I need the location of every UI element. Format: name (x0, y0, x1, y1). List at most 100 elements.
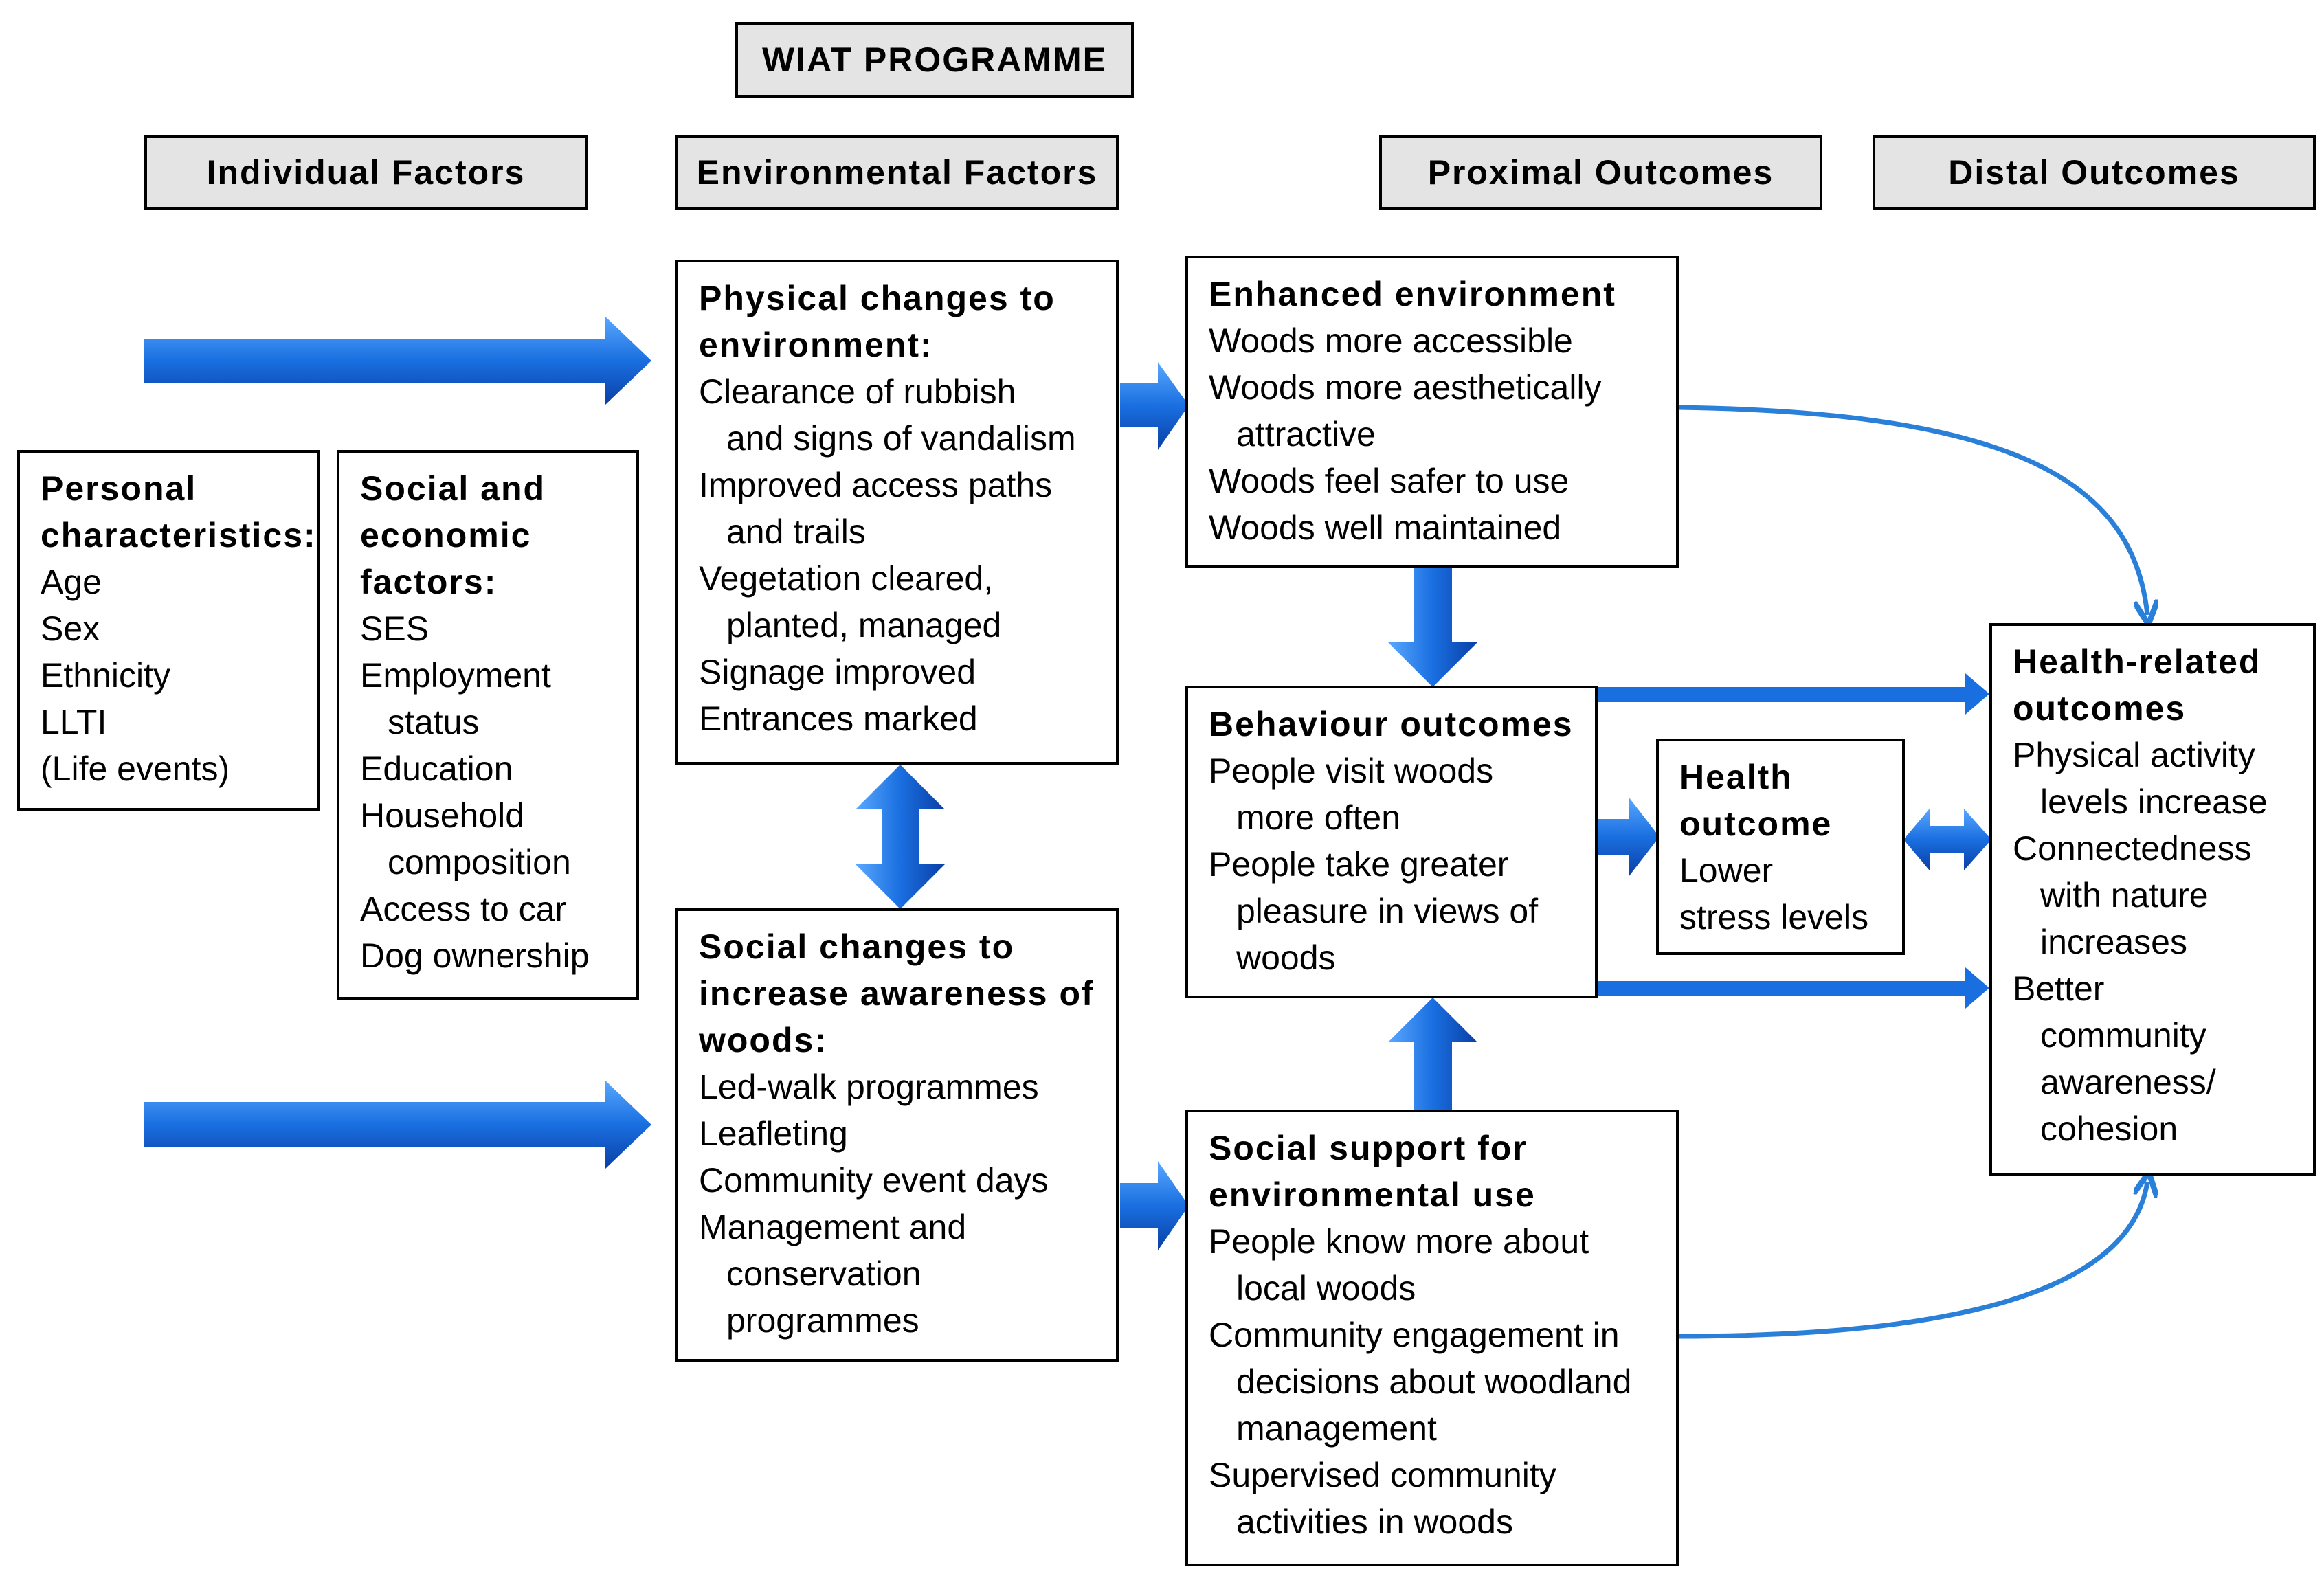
list-item: composition (388, 843, 571, 881)
list-item: levels increase (2040, 783, 2268, 821)
arrow-physical-to-enhanced (1120, 362, 1189, 450)
enhanced-environment-box: Enhanced environment Woods more accessib… (1185, 256, 1679, 568)
arrow-individual-to-physical (144, 316, 651, 405)
arrow-support-to-behaviour (1388, 998, 1477, 1110)
box-title-line: Physical changes to (699, 279, 1055, 317)
box-title-line: outcome (1679, 805, 1833, 843)
list-item: decisions about woodland (1236, 1362, 1632, 1401)
list-item: Woods well maintained (1209, 508, 1562, 547)
list-item: LLTI (41, 703, 107, 741)
header-proximal-outcomes: Proximal Outcomes (1379, 135, 1822, 210)
list-item: People take greater (1209, 845, 1509, 884)
curve-enhanced-to-healthrelated (1677, 405, 2147, 615)
list-item: People know more about (1209, 1222, 1589, 1261)
list-item: management (1236, 1409, 1437, 1448)
list-item: conservation (726, 1255, 921, 1293)
list-item: Led-walk programmes (699, 1068, 1039, 1106)
list-item: Ethnicity (41, 656, 170, 695)
box-title-line: economic (360, 516, 532, 554)
list-item: community (2040, 1016, 2206, 1055)
list-item: Employment (360, 656, 551, 695)
list-item: Access to car (360, 890, 567, 928)
box-title-line: Personal (41, 469, 197, 508)
programme-title: WIAT PROGRAMME (735, 22, 1134, 98)
list-item: activities in woods (1236, 1503, 1513, 1541)
list-item: stress levels (1679, 898, 1869, 936)
list-item: pleasure in views of (1236, 892, 1539, 930)
list-item: attractive (1236, 415, 1376, 453)
list-item: Physical activity (2013, 736, 2255, 774)
health-outcome-box: Health outcome Lower stress levels (1656, 739, 1905, 955)
physical-changes-box: Physical changes to environment: Clearan… (675, 260, 1119, 765)
list-item: local woods (1236, 1269, 1416, 1307)
list-item: Community engagement in (1209, 1316, 1620, 1354)
list-item: Management and (699, 1208, 967, 1246)
health-related-outcomes-box: Health-related outcomes Physical activit… (1989, 623, 2316, 1176)
list-item: (Life events) (41, 750, 230, 788)
box-title-line: Social changes to (699, 928, 1015, 966)
arrow-individual-to-social (144, 1080, 651, 1169)
list-item: Clearance of rubbish (699, 372, 1016, 411)
list-item: People visit woods (1209, 752, 1494, 790)
box-title-line: Enhanced environment (1209, 275, 1616, 313)
list-item: Improved access paths (699, 466, 1053, 504)
list-item: cohesion (2040, 1110, 2178, 1148)
list-item: Education (360, 750, 513, 788)
list-item: Entrances marked (699, 699, 978, 738)
list-item: programmes (726, 1301, 919, 1340)
list-item: Connectedness (2013, 829, 2252, 868)
list-item: Sex (41, 609, 100, 648)
arrow-behaviour-to-healthrelated-bottom (1596, 967, 1989, 1009)
list-item: Better (2013, 969, 2105, 1008)
list-item: awareness/ (2040, 1063, 2216, 1101)
list-item: Household (360, 796, 525, 835)
behaviour-outcomes-box: Behaviour outcomes People visit woods mo… (1185, 686, 1598, 998)
box-title-line: Health-related (2013, 642, 2261, 681)
arrow-behaviour-to-healthrelated-top (1596, 673, 1989, 715)
list-item: and trails (726, 513, 866, 551)
box-title-line: characteristics: (41, 516, 317, 554)
list-item: Woods more aesthetically (1209, 368, 1602, 407)
box-title-line: factors: (360, 563, 498, 601)
header-environmental-factors: Environmental Factors (675, 135, 1119, 210)
box-title-line: increase awareness of (699, 974, 1095, 1013)
box-title-line: outcomes (2013, 689, 2187, 728)
list-item: woods (1236, 938, 1336, 977)
personal-characteristics-box: Personal characteristics: Age Sex Ethnic… (17, 450, 320, 811)
list-item: SES (360, 609, 429, 648)
list-item: increases (2040, 923, 2187, 961)
box-title-line: Social and (360, 469, 546, 508)
list-item: Woods feel safer to use (1209, 462, 1569, 500)
list-item: with nature (2040, 876, 2209, 914)
box-title-line: Social support for (1209, 1129, 1528, 1167)
box-title-line: Behaviour outcomes (1209, 705, 1574, 743)
list-item: Dog ownership (360, 936, 590, 975)
list-item: Age (41, 563, 102, 601)
arrow-health-bidirectional (1903, 809, 1991, 870)
header-distal-outcomes: Distal Outcomes (1873, 135, 2316, 210)
list-item: planted, managed (726, 606, 1002, 644)
list-item: Woods more accessible (1209, 322, 1573, 360)
box-title-line: environment: (699, 326, 933, 364)
arrow-social-to-support (1120, 1161, 1189, 1250)
box-title-line: woods: (699, 1021, 827, 1059)
arrow-physical-social-bidirectional (856, 765, 945, 909)
social-support-box: Social support for environmental use Peo… (1185, 1110, 1679, 1566)
list-item: Signage improved (699, 653, 976, 691)
list-item: Supervised community (1209, 1456, 1556, 1494)
list-item: more often (1236, 798, 1401, 837)
box-title-line: environmental use (1209, 1176, 1536, 1214)
list-item: Community event days (699, 1161, 1049, 1200)
header-individual-factors: Individual Factors (144, 135, 588, 210)
list-item: Leafleting (699, 1114, 848, 1153)
arrow-enhanced-to-behaviour (1388, 568, 1477, 687)
arrow-behaviour-to-health (1598, 797, 1660, 877)
curve-support-to-healthrelated (1677, 1182, 2147, 1339)
list-item: Lower (1679, 851, 1774, 890)
list-item: and signs of vandalism (726, 419, 1076, 458)
list-item: status (388, 703, 480, 741)
social-changes-box: Social changes to increase awareness of … (675, 908, 1119, 1362)
box-title-line: Health (1679, 758, 1793, 796)
social-economic-box: Social and economic factors: SES Employm… (337, 450, 639, 1000)
